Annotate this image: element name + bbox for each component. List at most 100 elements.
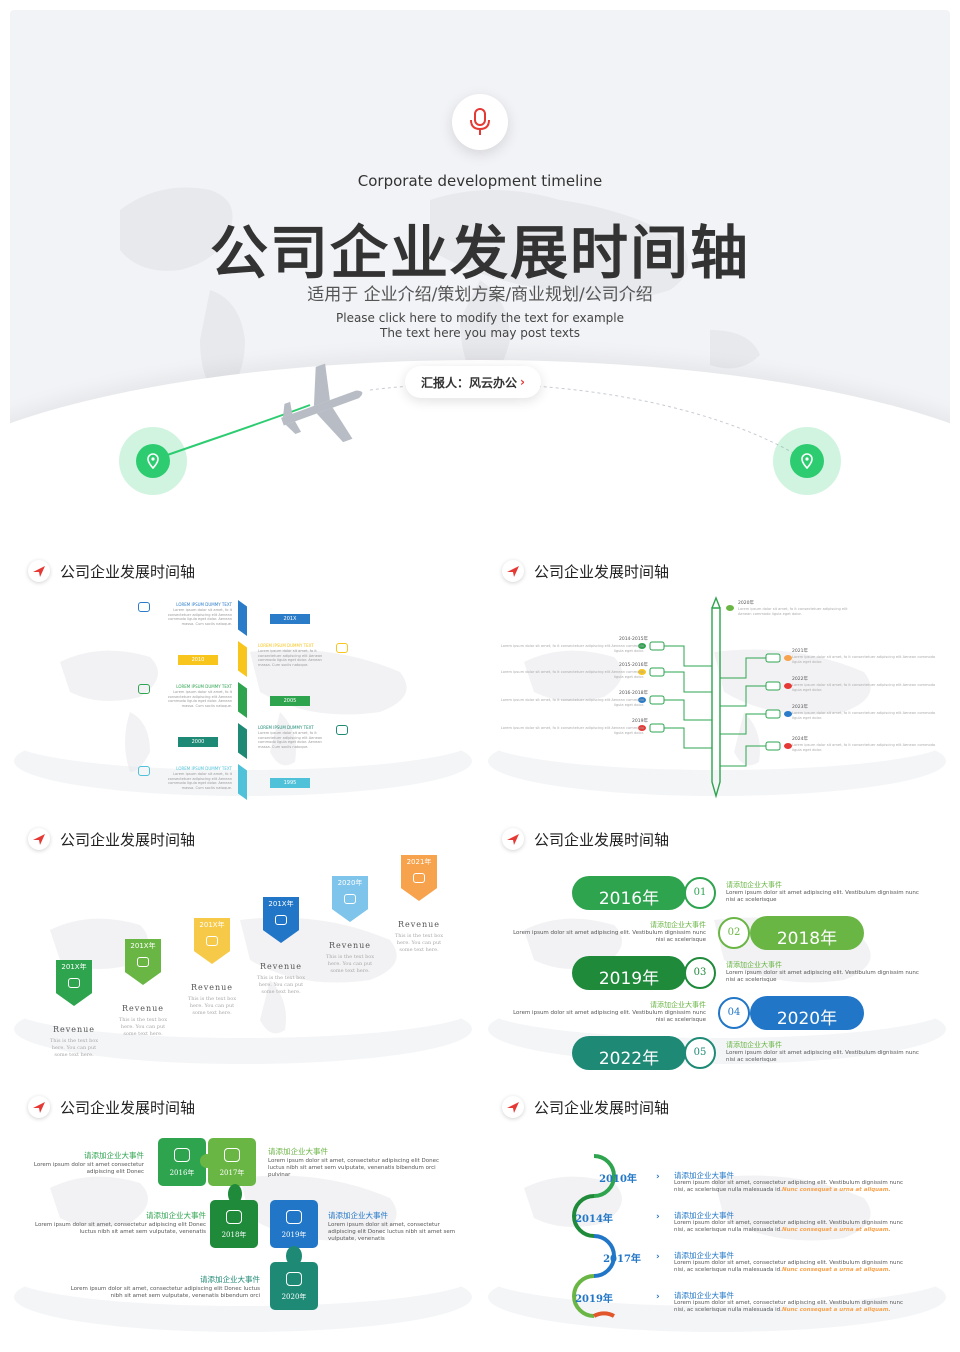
year-label: 2023年 bbox=[792, 705, 808, 710]
event-title: 请添加企业大事件 bbox=[726, 1041, 782, 1049]
year-tag: 2010 bbox=[178, 655, 218, 665]
event-highlight: Nunc consequat a urna at aliquam. bbox=[782, 1267, 891, 1273]
card-header: 公司企业发展时间轴 bbox=[28, 828, 195, 850]
event-title: 请添加企业大事件 bbox=[650, 921, 706, 929]
number-label: 05 bbox=[693, 1047, 707, 1058]
event-body: Lorem ipsum dolor sit amet, consectetur … bbox=[328, 1222, 456, 1242]
puzzle-piece bbox=[270, 1200, 318, 1248]
branch-pencil bbox=[649, 695, 665, 705]
event-title: 请添加企业大事件 bbox=[328, 1211, 388, 1220]
year-label: 2017年 bbox=[603, 1254, 641, 1265]
year-pill bbox=[572, 876, 686, 910]
number-circle bbox=[684, 957, 716, 989]
year-label: 2016-2018年 bbox=[618, 691, 648, 696]
item-body: Lorem ipsum dolor sit amet, fo it consec… bbox=[258, 731, 323, 749]
revenue-year: 201X年 bbox=[268, 900, 294, 908]
branch-text: Lorem ipsum dolor sit amet, fo it consec… bbox=[500, 698, 644, 707]
revenue-year: 2020年 bbox=[337, 879, 363, 887]
branch-pencil bbox=[649, 667, 665, 677]
branch-line bbox=[664, 727, 712, 749]
puzzle-knob bbox=[200, 1154, 214, 1168]
event-title: 请添加企业大事件 bbox=[84, 1151, 144, 1160]
world-map-background bbox=[50, 917, 397, 1034]
hero-usage: 适用于 企业介绍/策划方案/商业规划/公司介绍 bbox=[307, 285, 653, 305]
location-pin-left bbox=[119, 427, 187, 495]
item-icon bbox=[138, 766, 150, 776]
revenue-year: 201X年 bbox=[61, 963, 87, 971]
revenue-text: This is the text box here. You can put s… bbox=[256, 975, 306, 995]
hero-desc-line2: The text here you may post texts bbox=[380, 326, 580, 340]
branch-text: Lorem ipsum dolor sit amet, fo it consec… bbox=[792, 711, 936, 720]
chevron-right-icon: › bbox=[656, 1172, 660, 1182]
event-body: Lorem ipsum dolor sit amet adipiscing el… bbox=[726, 1050, 919, 1063]
airplane-icon bbox=[28, 560, 50, 582]
branch-line bbox=[720, 685, 766, 707]
event-body: Lorem ipsum dolor sit amet adipiscing el… bbox=[513, 1010, 706, 1023]
pencil-tree-graphic bbox=[638, 596, 792, 799]
revenue-icon bbox=[344, 894, 356, 904]
item-body: Lorem ipsum dolor sit amet, fo it consec… bbox=[167, 690, 232, 708]
revenue-year: 2021年 bbox=[406, 858, 432, 866]
number-label: 04 bbox=[727, 1007, 741, 1018]
event-highlight: Nunc consequat a urna at aliquam. bbox=[782, 1307, 891, 1313]
item-heading: LOREM IPSUM DUMMY TEXT bbox=[176, 602, 232, 607]
card-floor-top bbox=[484, 978, 950, 1038]
year-pill-label: 2020年 bbox=[776, 1009, 838, 1029]
puzzle-year: 2019年 bbox=[281, 1231, 307, 1239]
branch-line bbox=[664, 671, 712, 693]
revenue-label: Revenue bbox=[259, 962, 303, 971]
revenue-icon bbox=[137, 957, 149, 967]
item-heading: LOREM IPSUM DUMMY TEXT bbox=[176, 766, 232, 771]
year-pill bbox=[572, 1036, 686, 1070]
year-tag: 1995 bbox=[270, 778, 310, 788]
year-pill-label: 2022年 bbox=[598, 1049, 660, 1069]
year-pill bbox=[750, 996, 864, 1030]
pencil-icon bbox=[711, 607, 721, 799]
branch-dot bbox=[638, 725, 646, 731]
card-header: 公司企业发展时间轴 bbox=[502, 560, 669, 582]
event-title: 请添加企业大事件 bbox=[268, 1147, 328, 1156]
number-circle bbox=[718, 917, 750, 949]
year-pill-label: 2018年 bbox=[776, 929, 838, 949]
year-pill bbox=[572, 956, 686, 990]
revenue-text: This is the text box here. You can put s… bbox=[187, 996, 237, 1016]
location-pin-icon bbox=[136, 444, 170, 478]
item-body: Lorem ipsum dolor sit amet, fo it consec… bbox=[167, 772, 232, 790]
year-tag: 2000 bbox=[178, 737, 218, 747]
puzzle-piece bbox=[210, 1200, 258, 1248]
branch-text: Lorem ipsum dolor sit amet, fo it consec… bbox=[792, 743, 936, 752]
branch-dot bbox=[784, 683, 792, 689]
card-title: 公司企业发展时间轴 bbox=[60, 1098, 196, 1117]
puzzle-year: 2016年 bbox=[169, 1169, 195, 1177]
event-title: 请添加企业大事件 bbox=[146, 1211, 206, 1220]
card-title: 公司企业发展时间轴 bbox=[60, 830, 196, 849]
branch-dot bbox=[638, 643, 646, 649]
arc-segment bbox=[572, 1274, 595, 1318]
item-icon bbox=[138, 684, 150, 694]
branch-line bbox=[720, 713, 766, 735]
revenue-year: 201X年 bbox=[130, 942, 156, 950]
puzzle-year: 2020年 bbox=[281, 1293, 307, 1301]
branch-pencil bbox=[765, 681, 781, 691]
year-label: 2014年 bbox=[575, 1214, 613, 1225]
reporter-button[interactable]: 汇报人：风云办公 › bbox=[405, 366, 541, 398]
revenue-year: 201X年 bbox=[199, 921, 225, 929]
cover-slide: Corporate development timeline 公司企业发展时间轴… bbox=[10, 10, 950, 510]
branch-text: Lorem ipsum dolor sit amet, fo it consec… bbox=[792, 683, 936, 692]
chat-icon bbox=[286, 1210, 302, 1224]
puzzle-piece bbox=[208, 1138, 256, 1186]
event-body: Lorem ipsum dolor sit amet, consectetur … bbox=[674, 1300, 903, 1313]
year-pill bbox=[750, 916, 864, 950]
airplane-icon bbox=[28, 828, 50, 850]
event-body: Lorem ipsum dolor sit amet adipiscing el… bbox=[513, 930, 706, 943]
card-header: 公司企业发展时间轴 bbox=[28, 1096, 195, 1118]
card-header: 公司企业发展时间轴 bbox=[502, 828, 669, 850]
event-title: 请添加企业大事件 bbox=[726, 881, 782, 889]
year-tag: 201X bbox=[270, 614, 310, 624]
